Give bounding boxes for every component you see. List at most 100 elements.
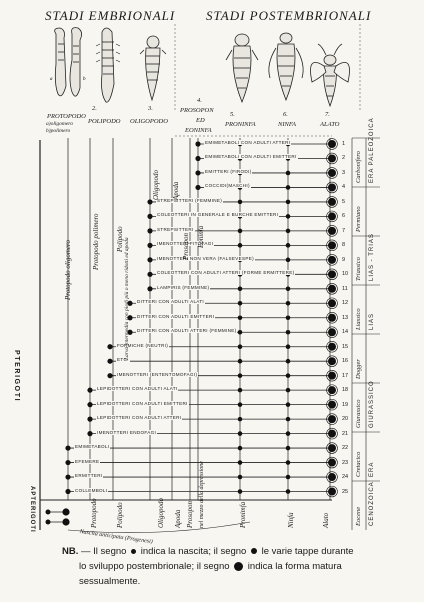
row-label: DITTERI CON ADULTI EMITTERI (136, 313, 216, 319)
row-label: COLEOTTERI CON ADULTI ATTERI (FORME ERMI… (156, 270, 296, 276)
row-number: 8 (342, 242, 346, 249)
row-label: COLEOTTERI IN GENERALE E BURCHE EMITTERI (156, 212, 280, 218)
row-label: EMIMETABOLI CON ADULTI ATTERI (204, 140, 292, 145)
mature-point (328, 487, 336, 496)
stage-point (285, 358, 291, 364)
row-label: STREPSITTERI (FEMMINE) (156, 197, 224, 203)
birth-point (195, 141, 201, 147)
mature-point (62, 508, 70, 516)
row-number: 11 (342, 285, 348, 292)
birth-point (107, 344, 113, 350)
bottom-label-protopodo: Protopodo (90, 498, 98, 528)
stage-point (285, 387, 291, 393)
mature-point (328, 212, 336, 221)
era-period: Liassico (355, 308, 362, 330)
stage-sub-a: a)oligomero (46, 121, 73, 127)
stage-point (237, 286, 243, 292)
svg-text:b: b (83, 77, 86, 82)
note-line1c: le varie tappe durante (261, 546, 354, 557)
birth-point (87, 387, 93, 393)
mature-ring (326, 355, 338, 367)
stage-point (237, 329, 243, 335)
birth-point (147, 199, 153, 205)
stage-point (285, 474, 291, 480)
note-line1: — Il segno (81, 546, 127, 557)
stage-point (237, 445, 243, 451)
mature-point (328, 415, 336, 424)
mature-ring (326, 254, 338, 266)
stage-point (285, 185, 291, 190)
row-label: LEPIDOTTERI CON ADULTI ATTERI (96, 415, 183, 421)
birth-point (147, 242, 153, 248)
mature-ring (326, 456, 338, 469)
birth-point (147, 271, 153, 277)
header-postembryonic: STADI POSTEMBRIONALI (206, 8, 372, 23)
mature-point (328, 226, 336, 235)
mature-point (328, 357, 336, 366)
stage-label-3: 3. (148, 105, 153, 112)
mature-ring (326, 210, 338, 223)
stage-name-eoninfa: EONINFA (185, 127, 212, 134)
stage-point (285, 489, 291, 494)
mature-point (328, 458, 336, 467)
stage-point (237, 416, 243, 422)
mature-ring (326, 326, 338, 338)
birth-point (65, 445, 71, 451)
progenesi-curve (67, 521, 251, 533)
era-name: GIURASSICO (369, 380, 375, 428)
stage-dot-icon (250, 548, 257, 555)
row-number: 4 (342, 184, 346, 191)
note-line2: lo sviluppo postembrionale; il segno (79, 561, 230, 572)
note-line3: sessualmente. (79, 576, 141, 587)
stage-name-ed: ED (196, 117, 205, 124)
stage-point (237, 243, 243, 248)
birth-point (127, 329, 133, 335)
stage-point (237, 358, 243, 364)
col-label-apoda: Apoda (172, 181, 180, 200)
row-label: EMIMETABOLI (74, 444, 111, 450)
birth-point (195, 184, 201, 191)
row-number: 2 (342, 155, 346, 162)
birth-point (127, 315, 133, 321)
row-number: 1 (342, 141, 346, 147)
mature-point (328, 255, 336, 264)
stage-point (237, 460, 243, 465)
mature-point (328, 429, 336, 438)
mature-ring (326, 341, 338, 353)
stage-point (237, 387, 243, 393)
mature-ring (326, 369, 338, 382)
bottom-label-apoda: Apoda (174, 509, 182, 528)
birth-point (147, 213, 153, 219)
birth-point (65, 488, 71, 495)
row-label: EMIMETABOLI CON ADULTI EMITTERI (204, 154, 298, 160)
stage-point (237, 489, 243, 494)
row-number: 20 (342, 416, 349, 423)
stage-point (285, 170, 291, 176)
mature-ring (326, 268, 338, 281)
row-label: IMENOTTERI ENDOFAGI (96, 429, 158, 435)
stage-point (237, 228, 243, 234)
mature-point (328, 400, 336, 409)
row-number: 18 (342, 387, 349, 394)
bottom-label-depressione: nel mezzo della depressione (199, 461, 205, 528)
label-pterigoti: PTERIGOTI (13, 350, 20, 403)
era-period: Permiano (355, 206, 362, 232)
birth-point (147, 286, 153, 292)
era-name: CENOZOICA (369, 481, 375, 526)
mature-ring (326, 181, 338, 194)
birth-point (87, 431, 93, 437)
row-label: IMENOTTERI (ENTENTOMOFAGI) (116, 371, 199, 377)
col-label-eoninfa: Eoninfa (197, 225, 205, 248)
col-label-polipodo: Polipodo (116, 226, 124, 252)
stage-point (285, 431, 291, 436)
mature-point (328, 313, 336, 322)
stage-point (285, 286, 291, 292)
mature-ring (326, 413, 338, 425)
mature-point (328, 140, 336, 148)
bottom-label-ninfa: Ninfa (287, 512, 295, 528)
mature-dot-icon (234, 561, 244, 571)
mature-point (328, 154, 336, 163)
row-label: COCCIDI(MASCHI) (204, 183, 251, 189)
mature-point (328, 328, 336, 337)
col-label-oligopodo: Oligopodo (152, 170, 160, 200)
